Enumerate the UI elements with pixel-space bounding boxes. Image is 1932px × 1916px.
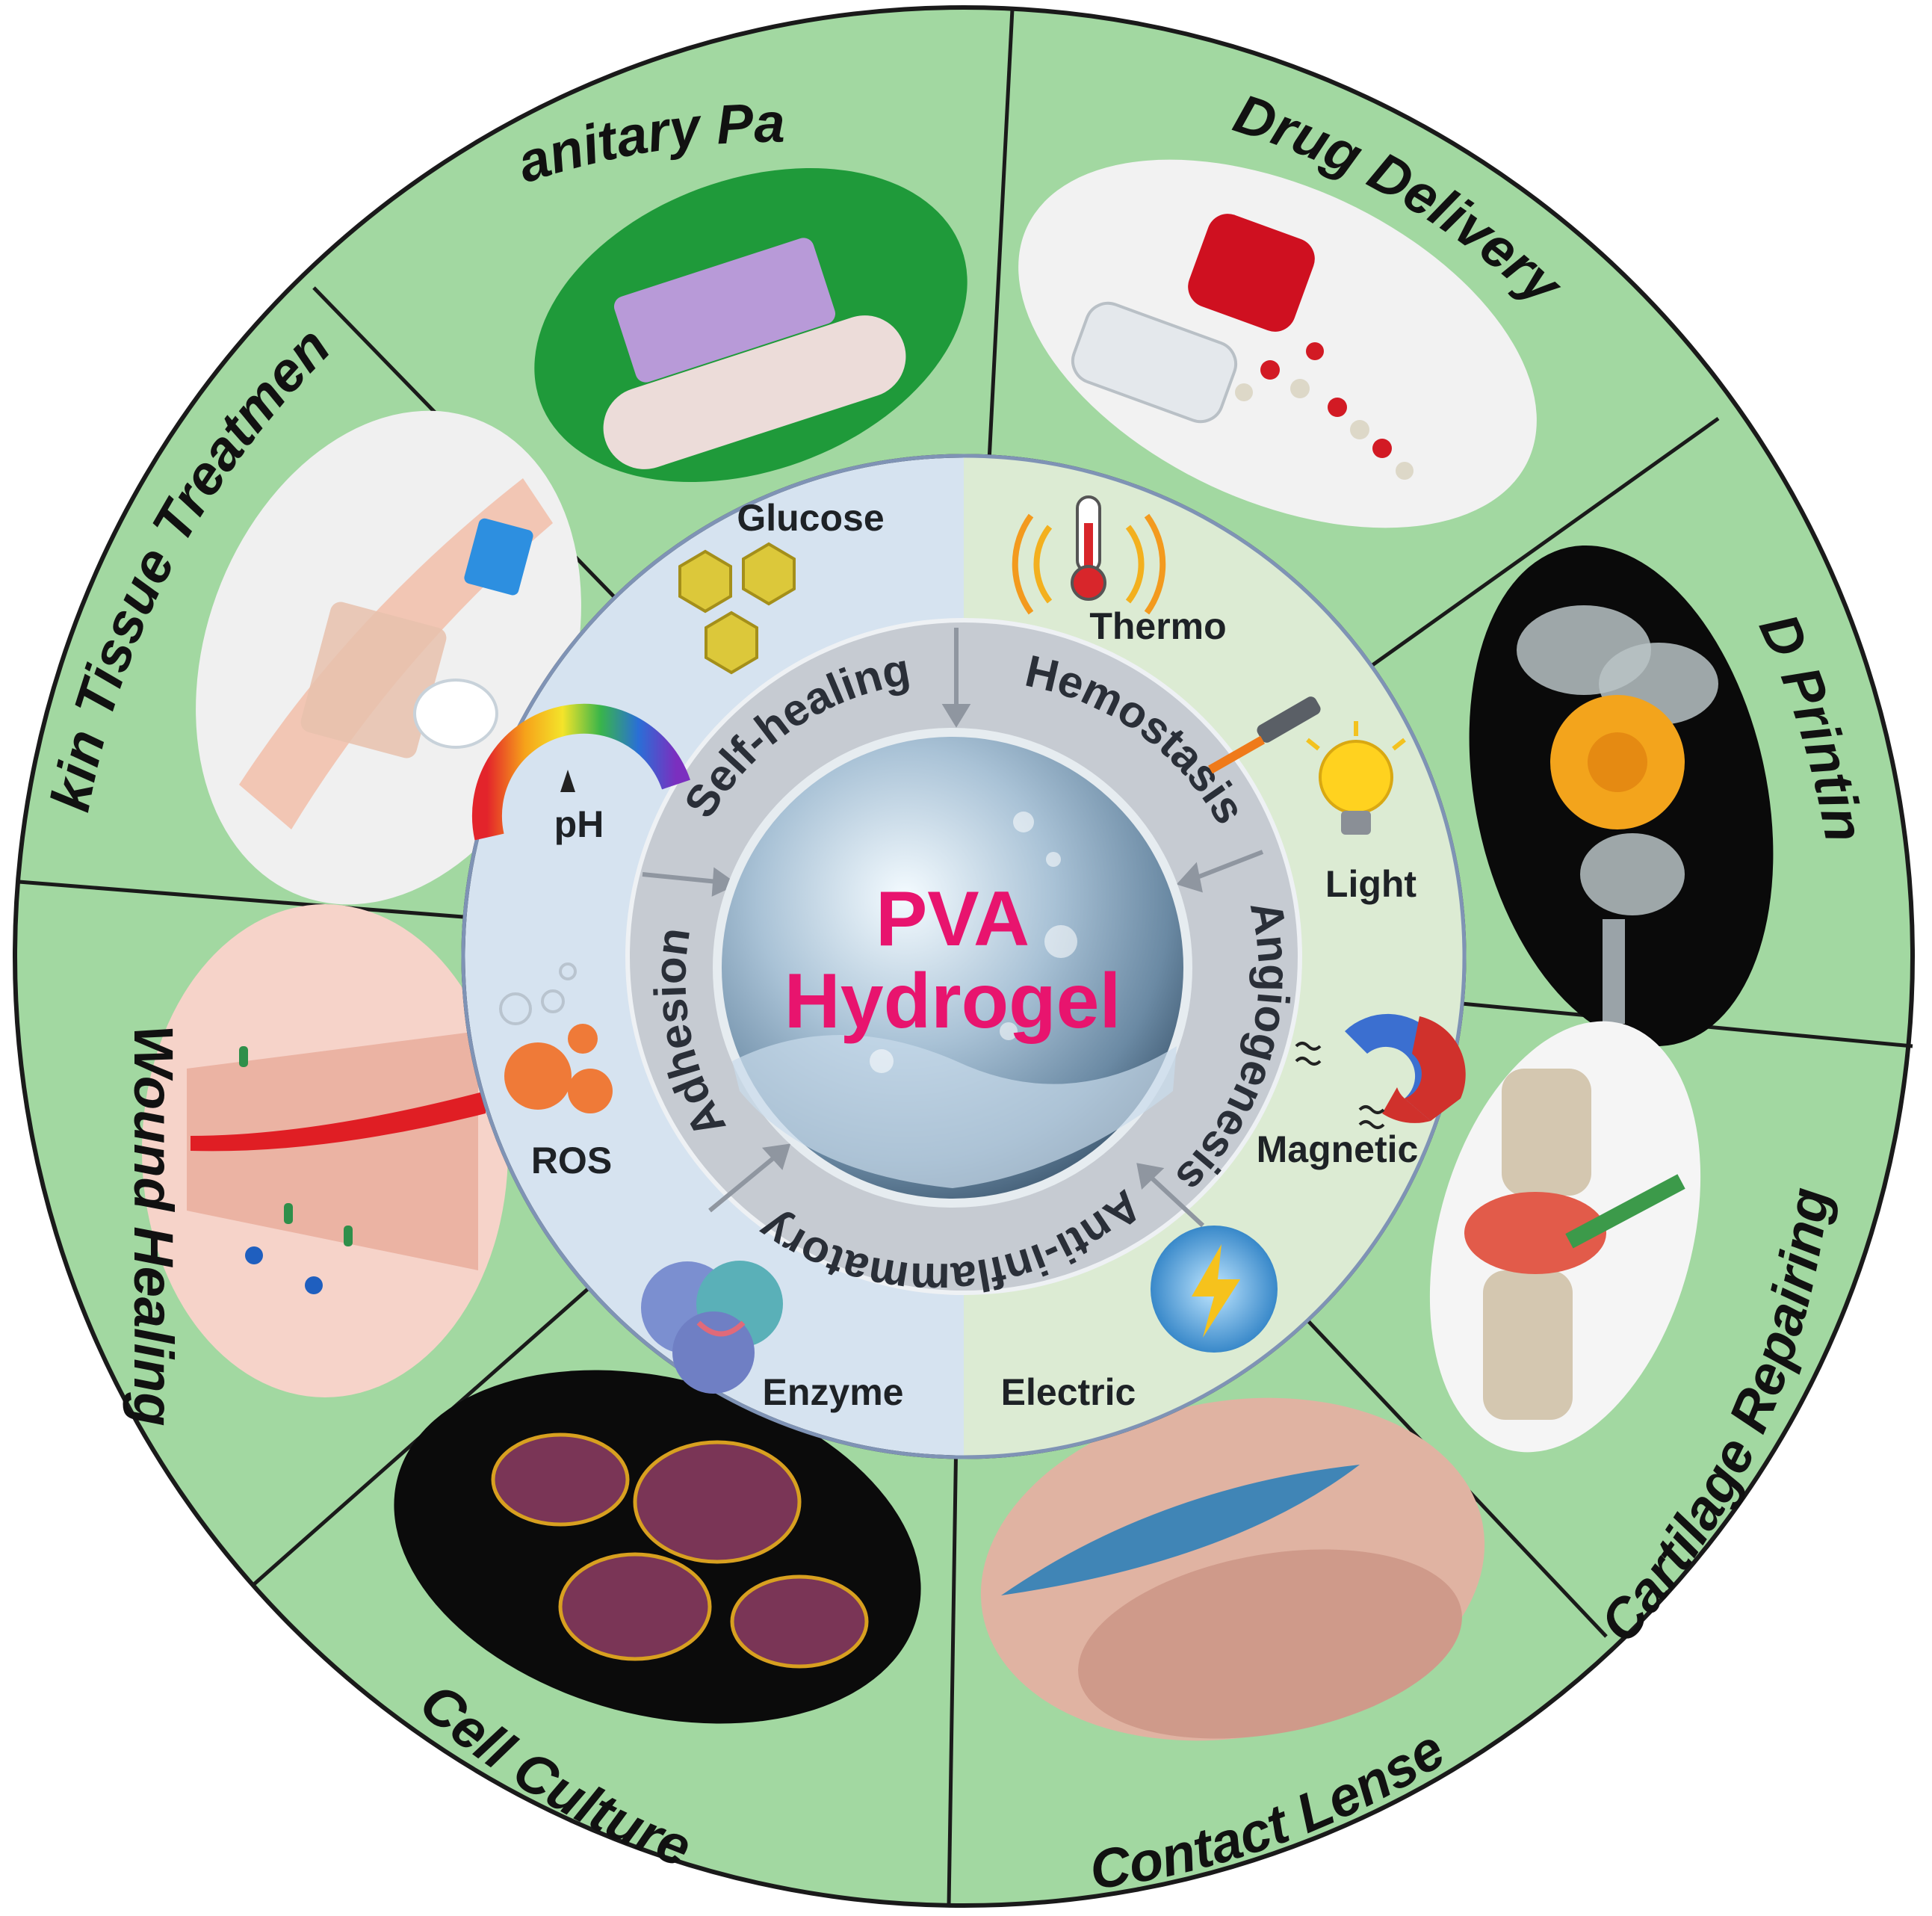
stimulus-label-ros: ROS [531, 1140, 612, 1181]
sanitary-pad-photo [534, 167, 967, 483]
light-bulb-icon [1208, 696, 1406, 835]
glucose-hexagon-icon [678, 542, 796, 675]
stimulus-label-electric: Electric [1001, 1371, 1136, 1413]
ros-molecule-icon [499, 962, 613, 1113]
center-title-line1: PVA [876, 876, 1030, 962]
thermometer-icon [1012, 495, 1166, 615]
magnet-icon [1295, 1013, 1466, 1129]
contact-lens-on-finger-photo [980, 1397, 1485, 1741]
stimulus-label-ph: pH [554, 803, 604, 845]
ph-gauge-icon [471, 703, 690, 841]
stimulus-label-enzyme: Enzyme [763, 1371, 904, 1413]
enzyme-protein-icon [641, 1261, 783, 1394]
skin-wound-cross-section [142, 904, 508, 1397]
application-label-wound-healing: Wound Healing [123, 1025, 185, 1426]
stimulus-label-magnetic: Magnetic [1257, 1128, 1419, 1170]
stimulus-label-glucose: Glucose [737, 497, 884, 539]
3d-printed-flower-photo [1469, 545, 1774, 1047]
center-title-line2: Hydrogel [784, 958, 1121, 1045]
drug-capsule-illustration [1018, 159, 1537, 528]
stimulus-label-thermo: Thermo [1089, 605, 1226, 647]
property-arrows [642, 628, 1264, 1228]
cell-culture-micrograph [394, 1370, 921, 1724]
electric-sphere-icon [1151, 1226, 1278, 1353]
knee-joint-injection-illustration [1429, 1021, 1701, 1453]
stimulus-label-light: Light [1325, 863, 1417, 905]
